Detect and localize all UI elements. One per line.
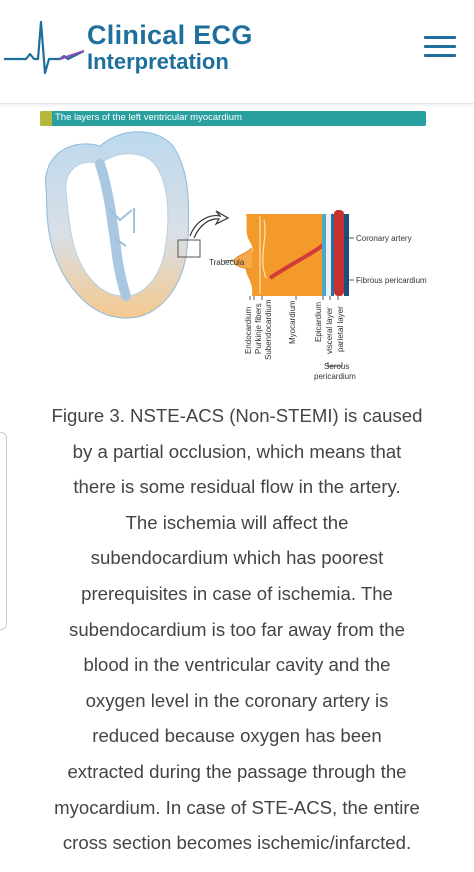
text-line: prerequisites in case of ischemia. The — [81, 582, 393, 604]
ecg-waveform-icon — [4, 20, 84, 75]
tissue-block — [245, 214, 326, 296]
heart-layers-diagram — [45, 131, 354, 367]
zoom-arrow-icon — [189, 210, 230, 239]
label-fibrous-pericardium: Fibrous pericardium — [356, 276, 427, 285]
app-header: Clinical ECG Interpretation — [0, 0, 474, 104]
side-drawer-handle[interactable] — [0, 432, 7, 630]
label-trabecula: Trabecula — [209, 258, 245, 267]
label-parietal-layer: parietal layer — [336, 306, 345, 352]
text-line: extracted during the passage through the — [67, 760, 407, 782]
septum — [95, 159, 131, 301]
text-line: myocardium. In case of STE-ACS, the enti… — [54, 796, 420, 818]
caption-tag — [40, 111, 52, 126]
text-line: subendocardium which has poorest — [90, 547, 384, 569]
label-pericardium: pericardium — [314, 372, 356, 381]
label-epicardium: Epicardium — [314, 301, 323, 342]
text-line: cross section becomes ischemic/infarcted… — [62, 832, 412, 854]
app-title-line2: Interpretation — [87, 49, 229, 74]
text-line: subendocardium is too far away from the — [69, 618, 405, 640]
heart-layers-figure: Trabecula Coronary artery Fibrous perica… — [38, 128, 438, 395]
figure-caption-bar: The layers of the left ventricular myoca… — [40, 111, 426, 126]
figure-description: Figure 3. NSTE-ACS (Non-STEMI) is caused… — [30, 398, 444, 861]
text-line: reduced because oxygen has been — [92, 725, 382, 747]
label-purkinje-fibers: Purkinje fibers — [254, 303, 263, 354]
text-line: The ischemia will affect the — [125, 511, 349, 533]
text-line: oxygen level in the coronary artery is — [85, 689, 389, 711]
figure-caption-text: The layers of the left ventricular myoca… — [55, 112, 242, 123]
hamburger-menu-icon[interactable] — [424, 36, 456, 62]
zoom-region — [177, 239, 201, 258]
label-myocardium: Myocardium — [288, 300, 297, 344]
app-title-line1: Clinical ECG — [87, 20, 253, 50]
label-visceral-layer: visceral layer — [325, 307, 334, 354]
text-line: blood in the ventricular cavity and the — [83, 654, 391, 676]
text-line: there is some residual flow in the arter… — [73, 476, 401, 498]
label-subendocardium: Subendocardium — [264, 299, 273, 360]
label-serous: Serous — [324, 362, 350, 371]
label-endocardium: Endocardium — [244, 306, 253, 354]
text-line: by a partial occlusion, which means that — [72, 440, 402, 462]
label-coronary-artery: Coronary artery — [356, 234, 412, 243]
app-title[interactable]: Clinical ECG Interpretation — [87, 22, 253, 73]
text-line: Figure 3. NSTE-ACS (Non-STEMI) is caused — [51, 405, 423, 426]
